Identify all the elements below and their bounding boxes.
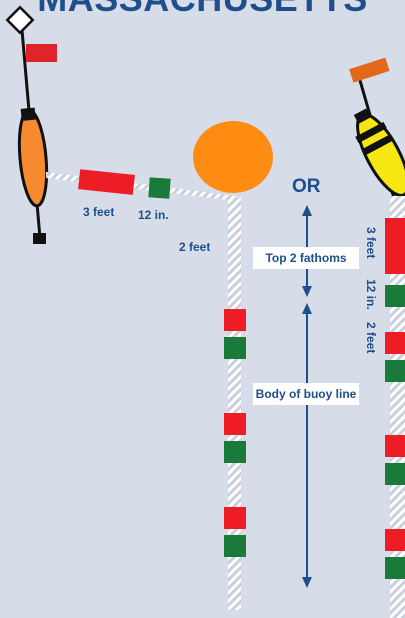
marker-green-center-2 bbox=[224, 441, 246, 463]
marker-green-center-1 bbox=[224, 337, 246, 359]
marker-red-center-2 bbox=[224, 413, 246, 435]
marker-red-right-3ft bbox=[385, 218, 405, 274]
marker-green-right-12in bbox=[385, 285, 405, 307]
marker-red-center-3 bbox=[224, 507, 246, 529]
right-label-3-feet: 3 feet bbox=[364, 227, 378, 259]
marker-green-right-2 bbox=[385, 463, 405, 485]
body-zone-label: Body of buoy line bbox=[253, 383, 359, 405]
marker-red-right-3 bbox=[385, 529, 405, 551]
top-zone-label: Top 2 fathoms bbox=[253, 247, 359, 269]
marker-green-right-3 bbox=[385, 557, 405, 579]
marker-green-12in bbox=[148, 177, 171, 199]
marker-red-right-2 bbox=[385, 435, 405, 457]
marker-green-right-1 bbox=[385, 360, 405, 382]
label-2-feet: 2 feet bbox=[179, 240, 211, 254]
left-buoy-weight bbox=[33, 233, 46, 244]
right-label-12-in: 12 in. bbox=[364, 279, 378, 310]
orange-buoy bbox=[17, 108, 49, 208]
body-zone-arrow bbox=[302, 303, 312, 588]
red-flag bbox=[26, 44, 57, 62]
diamond-marker-icon bbox=[5, 5, 35, 35]
right-buoy-assembly bbox=[349, 57, 405, 206]
label-3-feet: 3 feet bbox=[83, 205, 115, 219]
left-buoy-assembly bbox=[5, 5, 57, 244]
marker-green-center-3 bbox=[224, 535, 246, 557]
right-label-2-feet: 2 feet bbox=[364, 322, 378, 354]
marker-red-3ft bbox=[78, 169, 135, 195]
marker-red-center-1 bbox=[224, 309, 246, 331]
marker-red-right-1 bbox=[385, 332, 405, 354]
yellow-buoy bbox=[356, 113, 405, 197]
buoy-cap bbox=[20, 107, 36, 121]
big-orange-float bbox=[193, 121, 273, 193]
label-or: OR bbox=[292, 176, 321, 197]
orange-flag bbox=[349, 57, 390, 83]
label-12-in: 12 in. bbox=[138, 208, 169, 222]
page-title: MASSACHUSETTS bbox=[0, 0, 405, 20]
